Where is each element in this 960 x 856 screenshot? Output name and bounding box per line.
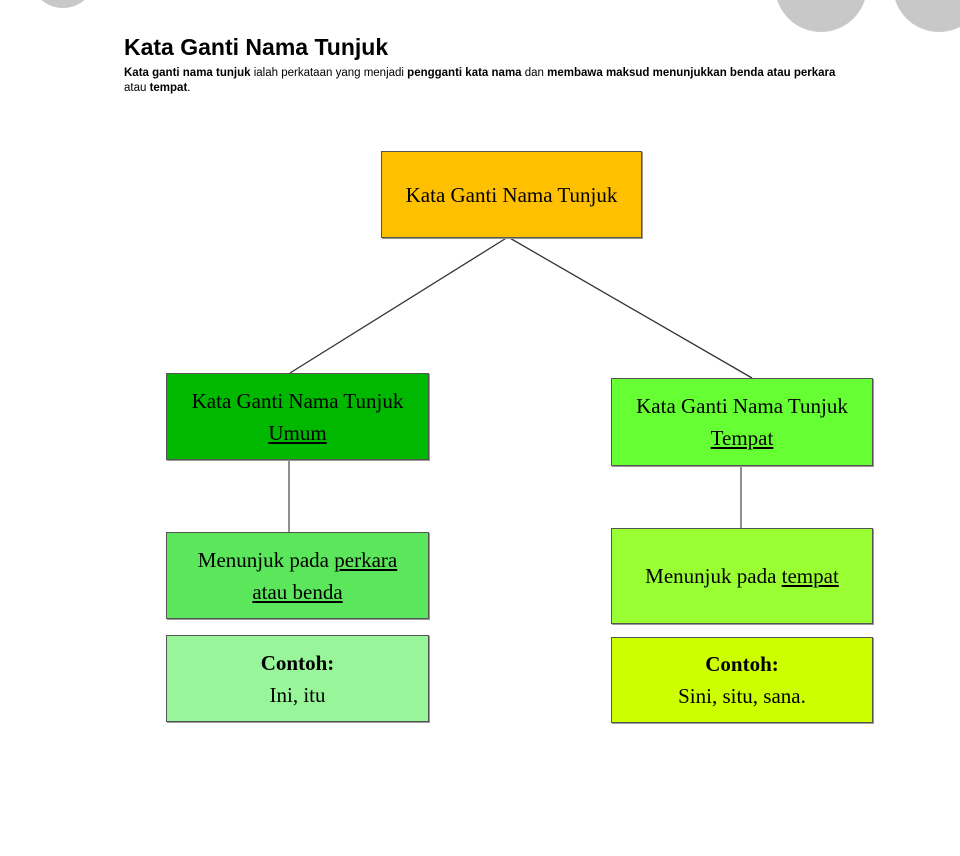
example-heading: Contoh:: [260, 650, 335, 675]
description-term: tempat: [781, 564, 839, 588]
intro-text-part: atau: [124, 82, 150, 94]
category-node-umum: Kata Ganti Nama Tunjuk Umum: [166, 373, 429, 460]
intro-text-part: ialah perkataan yang menjadi: [250, 67, 408, 79]
description-line: Menunjuk pada perkara: [198, 544, 397, 576]
root-node-label: Kata Ganti Nama Tunjuk: [405, 182, 618, 207]
example-node-umum: Contoh: Ini, itu: [166, 635, 429, 722]
category-type: Tempat: [710, 426, 774, 450]
category-node-tempat: Kata Ganti Nama Tunjuk Tempat: [611, 378, 873, 466]
description-node-umum: Menunjuk pada perkara atau benda: [166, 532, 429, 619]
connector-root-right: [507, 236, 753, 379]
description-text: Menunjuk pada: [197, 547, 335, 572]
intro-text-part: dan: [521, 67, 548, 79]
description-text: Menunjuk pada: [645, 564, 782, 588]
description-term: perkara: [334, 547, 398, 572]
category-label: Kata Ganti Nama Tunjuk: [191, 388, 404, 413]
example-node-tempat: Contoh: Sini, situ, sana.: [611, 637, 873, 723]
example-text: Ini, itu: [269, 682, 326, 707]
page-title: Kata Ganti Nama Tunjuk: [124, 34, 389, 60]
description-term: atau benda: [252, 579, 343, 604]
intro-term: membawa maksud menunjukkan benda atau pe…: [547, 67, 836, 79]
category-type: Umum: [268, 420, 327, 445]
example-heading: Contoh:: [705, 652, 779, 676]
root-node: Kata Ganti Nama Tunjuk: [381, 151, 642, 238]
connector-root-left: [289, 236, 509, 374]
description-line: Menunjuk pada tempat: [645, 560, 839, 592]
description-node-tempat: Menunjuk pada tempat: [611, 528, 873, 624]
intro-term: pengganti kata nama: [407, 67, 522, 79]
intro-term: tempat: [149, 82, 188, 94]
intro-term: Kata ganti nama tunjuk: [124, 67, 251, 79]
intro-text-part: .: [187, 82, 191, 94]
example-text: Sini, situ, sana.: [678, 684, 806, 708]
decorative-circle: [30, 0, 96, 8]
intro-text: Kata ganti nama tunjuk ialah perkataan y…: [124, 66, 854, 96]
category-label: Kata Ganti Nama Tunjuk: [636, 394, 848, 418]
